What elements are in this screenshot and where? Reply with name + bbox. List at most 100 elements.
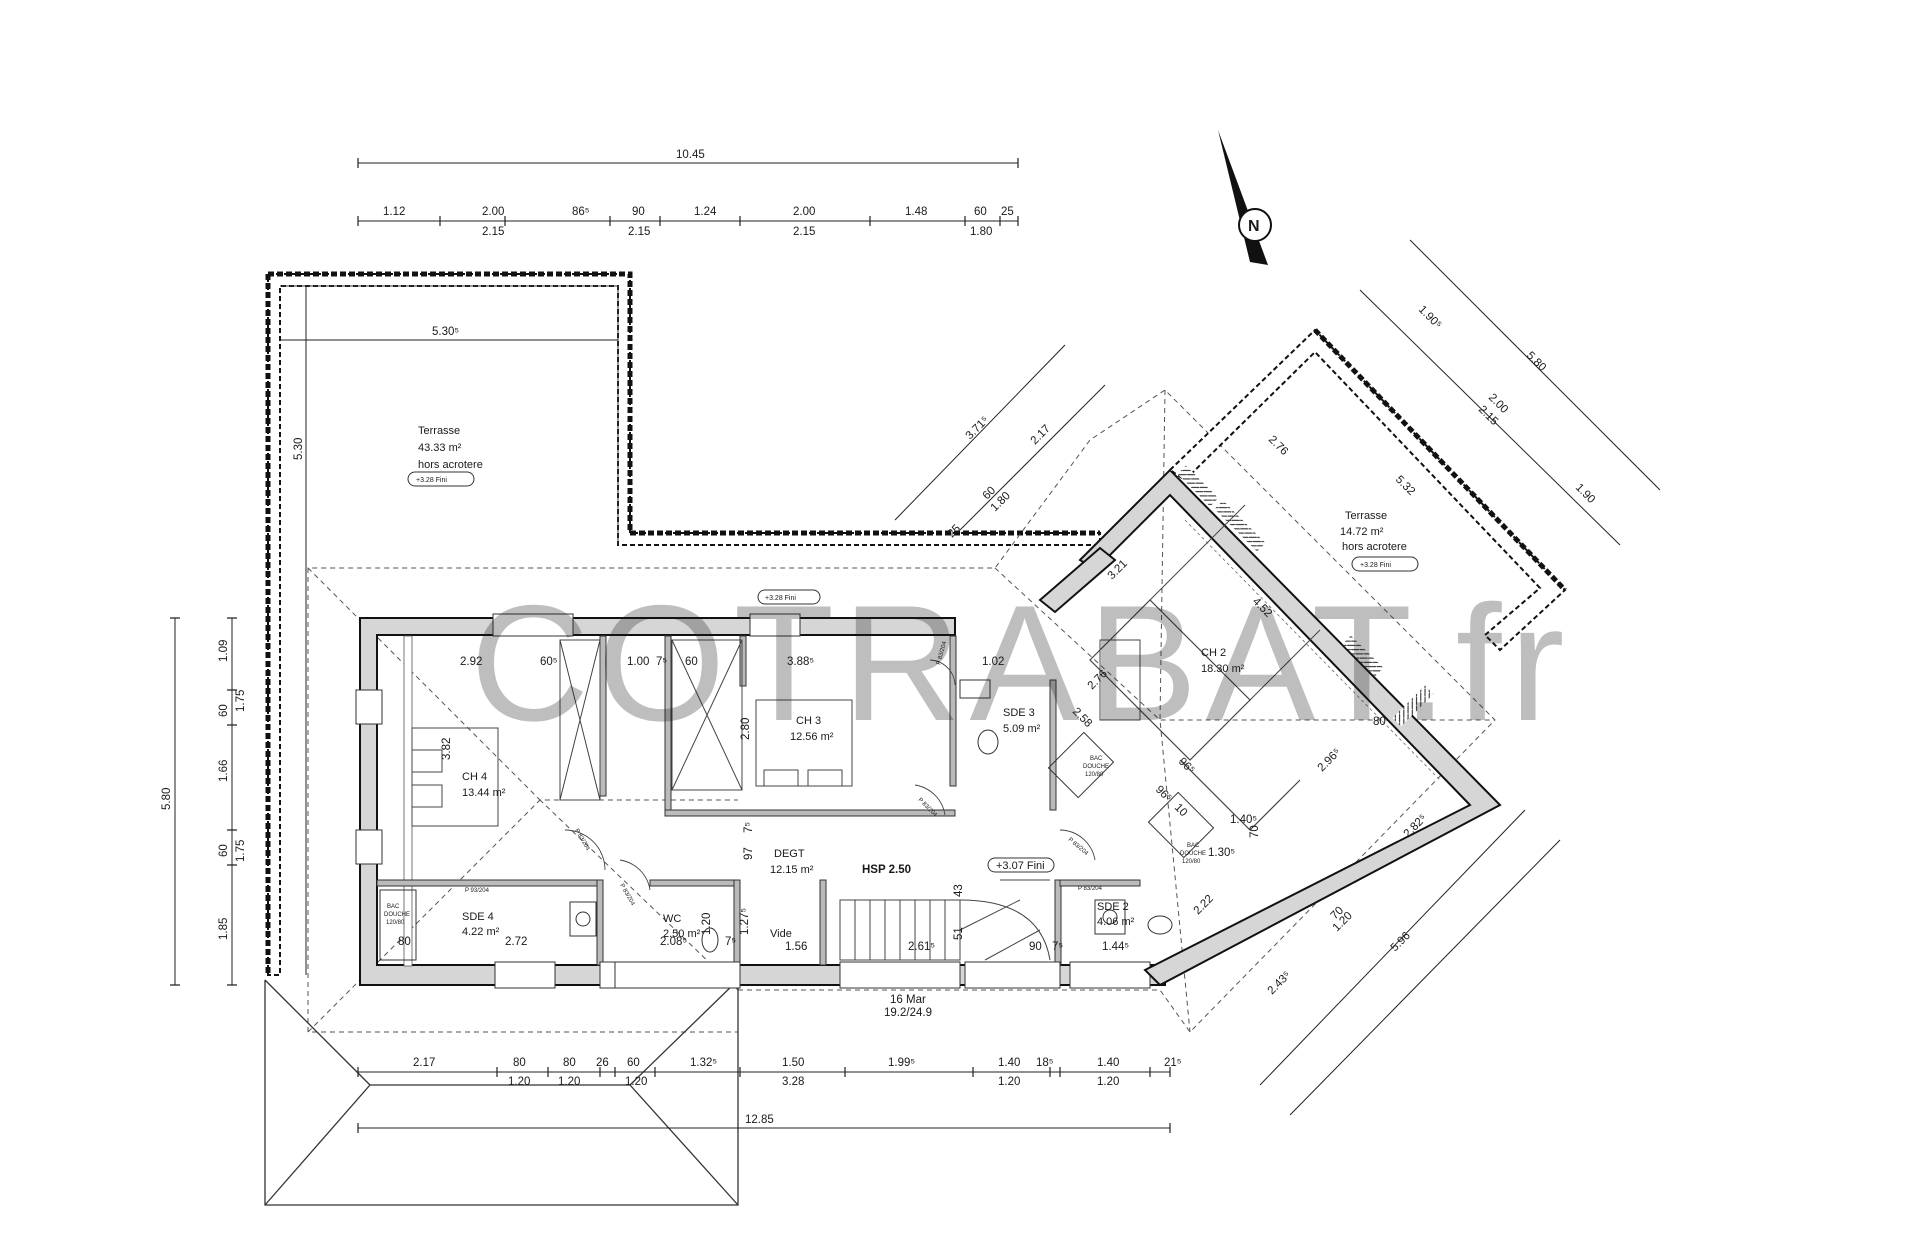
dim-bot-9: 1.40 bbox=[998, 1057, 1020, 1069]
dim-inner: 1.02 bbox=[982, 656, 1004, 668]
dim-inner: 97 bbox=[743, 847, 755, 860]
dim-wing-c-total: 5.96 bbox=[1389, 930, 1413, 954]
shower-label: DOUCHE bbox=[1180, 851, 1206, 857]
dim-inner: 60 bbox=[685, 656, 698, 668]
terrace-left-level: +3.28 Fini bbox=[416, 477, 447, 484]
door-tag: P 83/204 bbox=[618, 883, 635, 907]
dim-inner: 90 bbox=[1029, 941, 1042, 953]
sde3-name: SDE 3 bbox=[1003, 707, 1035, 719]
ch2-area: 18.30 m² bbox=[1201, 663, 1245, 675]
ch2-name: CH 2 bbox=[1201, 647, 1226, 659]
dim-inner: 3.82 bbox=[441, 738, 453, 760]
dim-inner: 1.00 bbox=[627, 656, 649, 668]
dim-inner: 3.88⁵ bbox=[787, 656, 814, 668]
stair-level-badge: +3.07 Fini bbox=[987, 857, 1055, 873]
wardrobes bbox=[559, 639, 743, 801]
dim-inner: 1.27⁵ bbox=[739, 908, 751, 935]
stair-ratio: 19.2/24.9 bbox=[884, 1007, 932, 1019]
dim-inner: 60⁵ bbox=[540, 656, 558, 668]
dim-inner: 1.40⁵ bbox=[1230, 814, 1257, 826]
dim-inner: 1.20 bbox=[701, 913, 713, 935]
shower-label: BAC bbox=[1187, 843, 1200, 849]
dim-top-r2-2: 2.15 bbox=[628, 226, 650, 238]
door-tag: P 93/204 bbox=[465, 888, 490, 894]
dim-bot-r2-2: 1.20 bbox=[558, 1076, 580, 1088]
sanitary-fixtures bbox=[379, 679, 1173, 961]
dim-bot-r2-5: 1.20 bbox=[998, 1076, 1020, 1088]
sde2-name: SDE 2 bbox=[1097, 901, 1129, 913]
dim-wing-a-1: 3.71⁵ bbox=[964, 414, 992, 442]
dim-left-2: 60 bbox=[218, 704, 230, 717]
sde3-area: 5.09 m² bbox=[1003, 723, 1041, 735]
terrace-right-area: 14.72 m² bbox=[1340, 526, 1384, 538]
terrace-left-name: Terrasse bbox=[418, 425, 460, 437]
shower-dims: 120/80 bbox=[386, 920, 405, 926]
stair-level: +3.07 Fini bbox=[996, 860, 1045, 872]
dim-wing-a-2: 2.17 bbox=[1029, 423, 1053, 447]
sde4-area: 4.22 m² bbox=[462, 926, 500, 938]
dim-top-5: 1.24 bbox=[694, 206, 717, 218]
watermark: COTRABAT.fr bbox=[470, 571, 1573, 755]
ch3-area: 12.56 m² bbox=[790, 731, 834, 743]
dim-top-6: 2.00 bbox=[793, 206, 815, 218]
north-label: N bbox=[1248, 218, 1260, 235]
ch3-name: CH 3 bbox=[796, 715, 821, 727]
beds bbox=[411, 639, 1141, 827]
dim-top-4: 90 bbox=[632, 206, 645, 218]
dim-inner: 1.30⁵ bbox=[1208, 847, 1235, 859]
degt-area: 12.15 m² bbox=[770, 864, 814, 876]
dim-inner: 7⁵ bbox=[743, 822, 755, 833]
ch4-area: 13.44 m² bbox=[462, 787, 506, 799]
terrace-left-parapet bbox=[265, 271, 1101, 976]
dim-inner: 70 bbox=[1249, 825, 1261, 838]
dim-left-total: 5.80 bbox=[161, 788, 173, 810]
dimension-ticks bbox=[170, 158, 1171, 1133]
dim-inner: 1.44⁵ bbox=[1102, 941, 1129, 953]
terrace-right-level: +3.28 Fini bbox=[1360, 562, 1391, 569]
door-tag: P 83/204 bbox=[1078, 886, 1103, 892]
dim-bot-7: 1.50 bbox=[782, 1057, 804, 1069]
dim-bot-3: 80 bbox=[563, 1057, 576, 1069]
roof-level-badge: +3.28 Fini bbox=[757, 589, 821, 605]
dim-left-6: 1.75 bbox=[235, 690, 247, 712]
dim-top-r2-3: 2.15 bbox=[793, 226, 815, 238]
dim-inner: 2.08⁵ bbox=[660, 936, 687, 948]
dim-inner: 80 bbox=[1373, 716, 1386, 728]
dim-top-total: 10.45 bbox=[676, 149, 705, 161]
ceiling-height: HSP 2.50 bbox=[862, 864, 911, 876]
dim-left-7: 1.75 bbox=[235, 840, 247, 862]
vide-label: Vide bbox=[770, 928, 792, 940]
dim-bot-1: 2.17 bbox=[413, 1057, 435, 1069]
dim-top-9: 25 bbox=[1001, 206, 1014, 218]
dim-inner: 51 bbox=[953, 927, 965, 940]
dim-top-r2-4: 1.80 bbox=[970, 226, 992, 238]
terrace-right-name: Terrasse bbox=[1345, 510, 1387, 522]
dim-inner: 80 bbox=[398, 936, 411, 948]
wc-name: WC bbox=[663, 913, 681, 925]
sde4-name: SDE 4 bbox=[462, 911, 494, 923]
dim-wing-c-4: 2.43⁵ bbox=[1266, 969, 1294, 997]
ne-wing bbox=[1038, 328, 1567, 987]
dim-bot-12: 21⁵ bbox=[1164, 1057, 1182, 1069]
door-tag: P 83/204 bbox=[573, 828, 590, 852]
ch4-name: CH 4 bbox=[462, 771, 487, 783]
north-arrow-icon bbox=[1218, 130, 1272, 265]
dim-bot-r2-6: 1.20 bbox=[1097, 1076, 1119, 1088]
dim-inner: 7⁵ bbox=[656, 656, 667, 668]
dim-inner: 2.76 bbox=[1266, 434, 1290, 458]
dim-bot-8: 1.99⁵ bbox=[888, 1057, 915, 1069]
dim-terrace-height: 5.30 bbox=[293, 438, 305, 460]
dim-bot-11: 1.40 bbox=[1097, 1057, 1119, 1069]
dim-bot-r2-3: 1.20 bbox=[625, 1076, 647, 1088]
dim-inner: 2.22 bbox=[1192, 893, 1216, 917]
dim-top-2: 2.00 bbox=[482, 206, 504, 218]
dim-top-1: 1.12 bbox=[383, 206, 405, 218]
dim-inner: 2.92 bbox=[460, 656, 482, 668]
dim-inner: 10 bbox=[1172, 802, 1190, 820]
shower-dims: 120/80 bbox=[1085, 772, 1104, 778]
roof-level: +3.28 Fini bbox=[765, 595, 796, 602]
dim-top-3: 86⁵ bbox=[572, 206, 590, 218]
terrace-left-area: 43.33 m² bbox=[418, 442, 462, 454]
dim-left-5: 1.85 bbox=[218, 918, 230, 940]
